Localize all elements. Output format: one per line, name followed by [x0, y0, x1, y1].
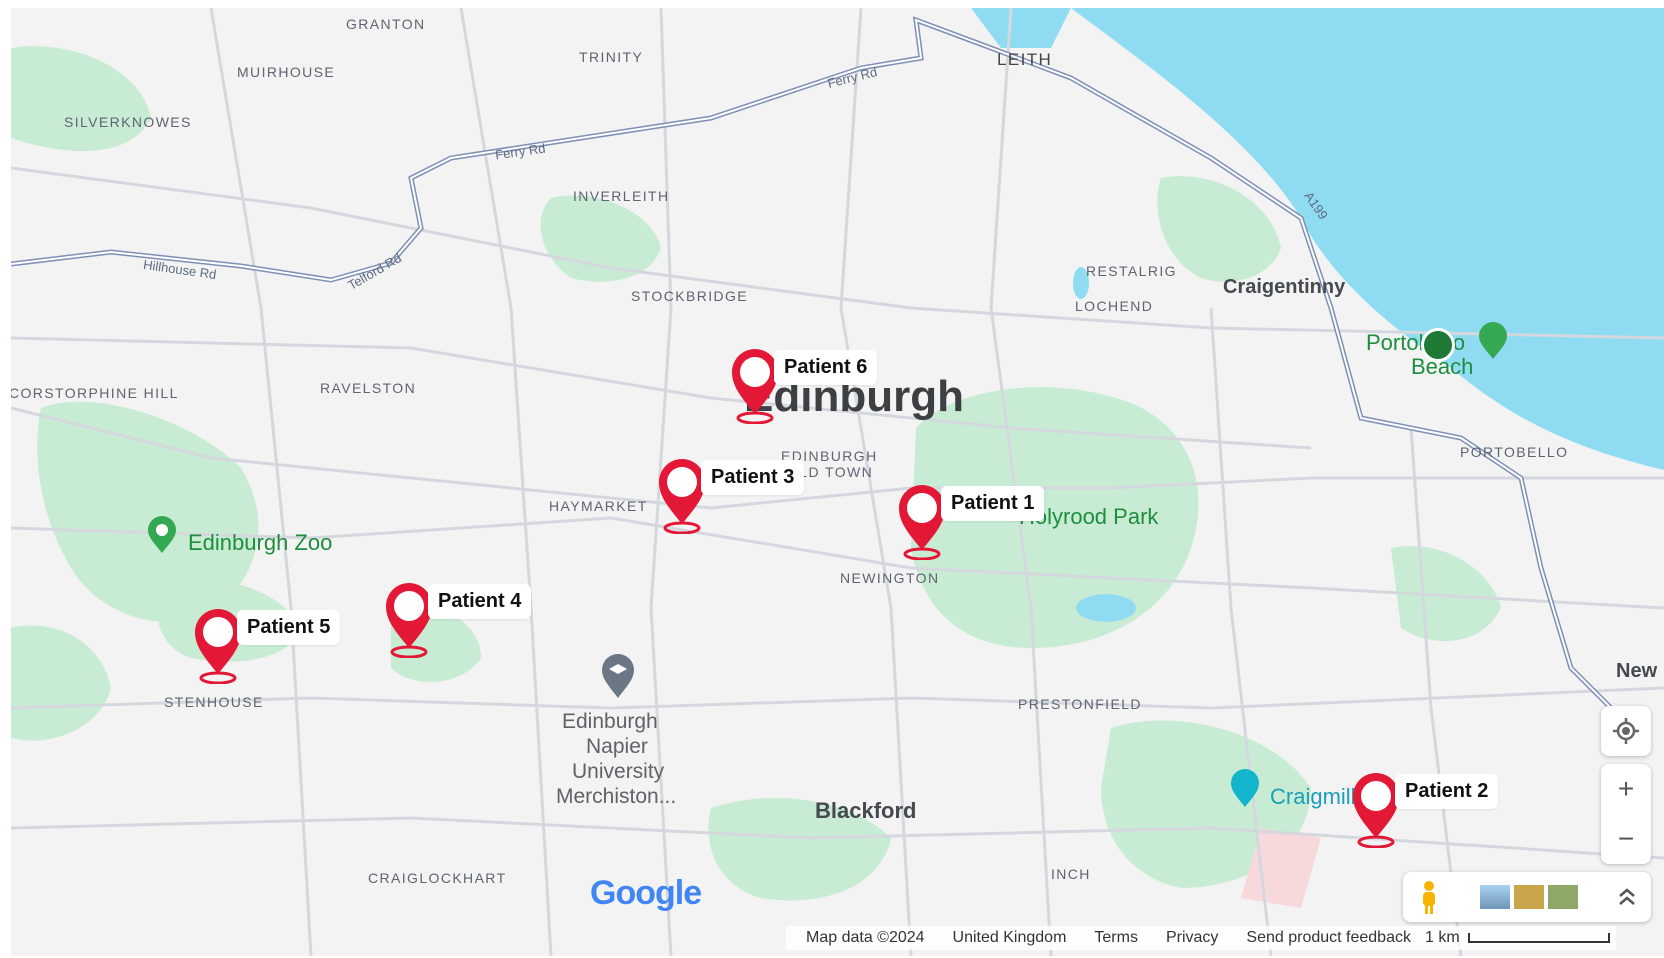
label-stenhouse: STENHOUSE: [164, 694, 264, 710]
park: [11, 46, 151, 152]
label-granton: GRANTON: [346, 16, 426, 32]
major-roads-center: [11, 18, 1612, 709]
marker-label: Patient 6: [774, 350, 878, 385]
label-stockbridge: STOCKBRIDGE: [631, 288, 749, 304]
map-data-text: Map data ©2024: [806, 929, 925, 946]
map-pin-icon: [195, 609, 241, 684]
marker-label: Patient 4: [428, 584, 532, 619]
zoom-in-button[interactable]: +: [1617, 773, 1635, 804]
park: [11, 625, 111, 741]
layers-bar: [1403, 872, 1651, 922]
loch: [1076, 594, 1136, 622]
scale-label: 1 km: [1424, 929, 1460, 946]
zoo-icon[interactable]: [146, 516, 178, 554]
map-footer: Map data ©2024 United Kingdom Terms Priv…: [786, 926, 1616, 950]
marker-label: Patient 2: [1395, 774, 1499, 809]
map-base: [11, 8, 1664, 956]
google-logo-text: Google: [590, 874, 702, 912]
harbour-water: [971, 8, 1071, 48]
map-pin-icon: [899, 485, 945, 560]
label-haymarket: HAYMARKET: [549, 498, 648, 514]
label-ravelston: RAVELSTON: [320, 380, 417, 396]
label-uni-3[interactable]: University: [572, 760, 665, 783]
thumbnail-imagery[interactable]: [1548, 885, 1578, 909]
thumbnail-satellite[interactable]: [1480, 885, 1510, 909]
label-portobello: PORTOBELLO: [1460, 444, 1569, 460]
thumbnail-terrain[interactable]: [1514, 885, 1544, 909]
label-edinburgh-old-town-2: OLD TOWN: [787, 464, 874, 480]
scale-line: [1467, 933, 1610, 943]
holyrood-park-area: [911, 387, 1199, 648]
privacy-link[interactable]: Privacy: [1165, 929, 1219, 946]
my-location-button[interactable]: [1601, 706, 1651, 756]
label-prestonfield: PRESTONFIELD: [1018, 696, 1142, 712]
label-lochend: LOCHEND: [1075, 298, 1154, 314]
label-uni-1[interactable]: Edinburgh: [562, 710, 658, 733]
zoom-out-button[interactable]: −: [1617, 823, 1635, 854]
label-uni-4[interactable]: Merchiston...: [556, 785, 677, 808]
map-canvas[interactable]: GRANTON TRINITY LEITH MUIRHOUSE SILVERKN…: [11, 8, 1664, 956]
blackford-hill: [708, 798, 891, 901]
label-inch: INCH: [1051, 866, 1091, 882]
map-pin-icon: [659, 459, 705, 534]
chevron-up-double-icon[interactable]: [1617, 886, 1637, 908]
map-pin-icon: [386, 583, 432, 658]
zoom-control: + −: [1601, 764, 1651, 864]
loch: [1073, 267, 1089, 299]
label-silverknowes: SILVERKNOWES: [64, 114, 192, 130]
my-location-icon: [1613, 718, 1639, 744]
minor-roads: [11, 8, 1664, 956]
park: [1391, 546, 1501, 642]
park: [1157, 176, 1281, 282]
terms-link[interactable]: Terms: [1094, 929, 1138, 946]
university-icon[interactable]: [600, 653, 636, 699]
label-new: New: [1616, 660, 1658, 682]
sea: [1071, 8, 1664, 470]
map-pin-icon: [1353, 773, 1399, 848]
map-type-thumbnails[interactable]: [1480, 885, 1578, 909]
label-uni-2[interactable]: Napier: [586, 735, 648, 758]
label-restalrig: RESTALRIG: [1086, 263, 1177, 279]
hospital-area: [1241, 828, 1321, 908]
label-edinburgh-old-town-1: EDINBURGH: [781, 448, 878, 464]
google-logo: Google: [590, 874, 702, 913]
inverleith-park: [540, 195, 661, 282]
label-muirhouse: MUIRHOUSE: [237, 64, 336, 80]
label-corstorphine-hill: CORSTORPHINE HILL: [11, 385, 179, 401]
label-edinburgh-zoo[interactable]: Edinburgh Zoo: [188, 530, 333, 555]
castle-icon[interactable]: [1229, 768, 1261, 808]
country-text[interactable]: United Kingdom: [952, 929, 1067, 946]
feedback-link[interactable]: Send product feedback: [1246, 929, 1411, 946]
beach-umbrella-icon[interactable]: [1477, 322, 1509, 360]
pegman-icon[interactable]: [1417, 879, 1441, 915]
marker-label: Patient 3: [701, 460, 805, 495]
label-blackford: Blackford: [815, 798, 917, 823]
label-trinity: TRINITY: [579, 49, 644, 65]
map-pin-icon: [732, 349, 778, 424]
marker-label: Patient 5: [237, 610, 341, 645]
label-inverleith: INVERLEITH: [573, 188, 670, 204]
scale-bar[interactable]: 1 km: [1425, 929, 1610, 947]
marker-label: Patient 1: [941, 486, 1045, 521]
label-leith: LEITH: [997, 50, 1053, 69]
label-craigentinny: Craigentinny: [1223, 276, 1346, 298]
beach-flag-icon[interactable]: [1421, 328, 1455, 362]
label-newington: NEWINGTON: [840, 570, 940, 586]
label-craiglockhart: CRAIGLOCKHART: [368, 870, 507, 886]
